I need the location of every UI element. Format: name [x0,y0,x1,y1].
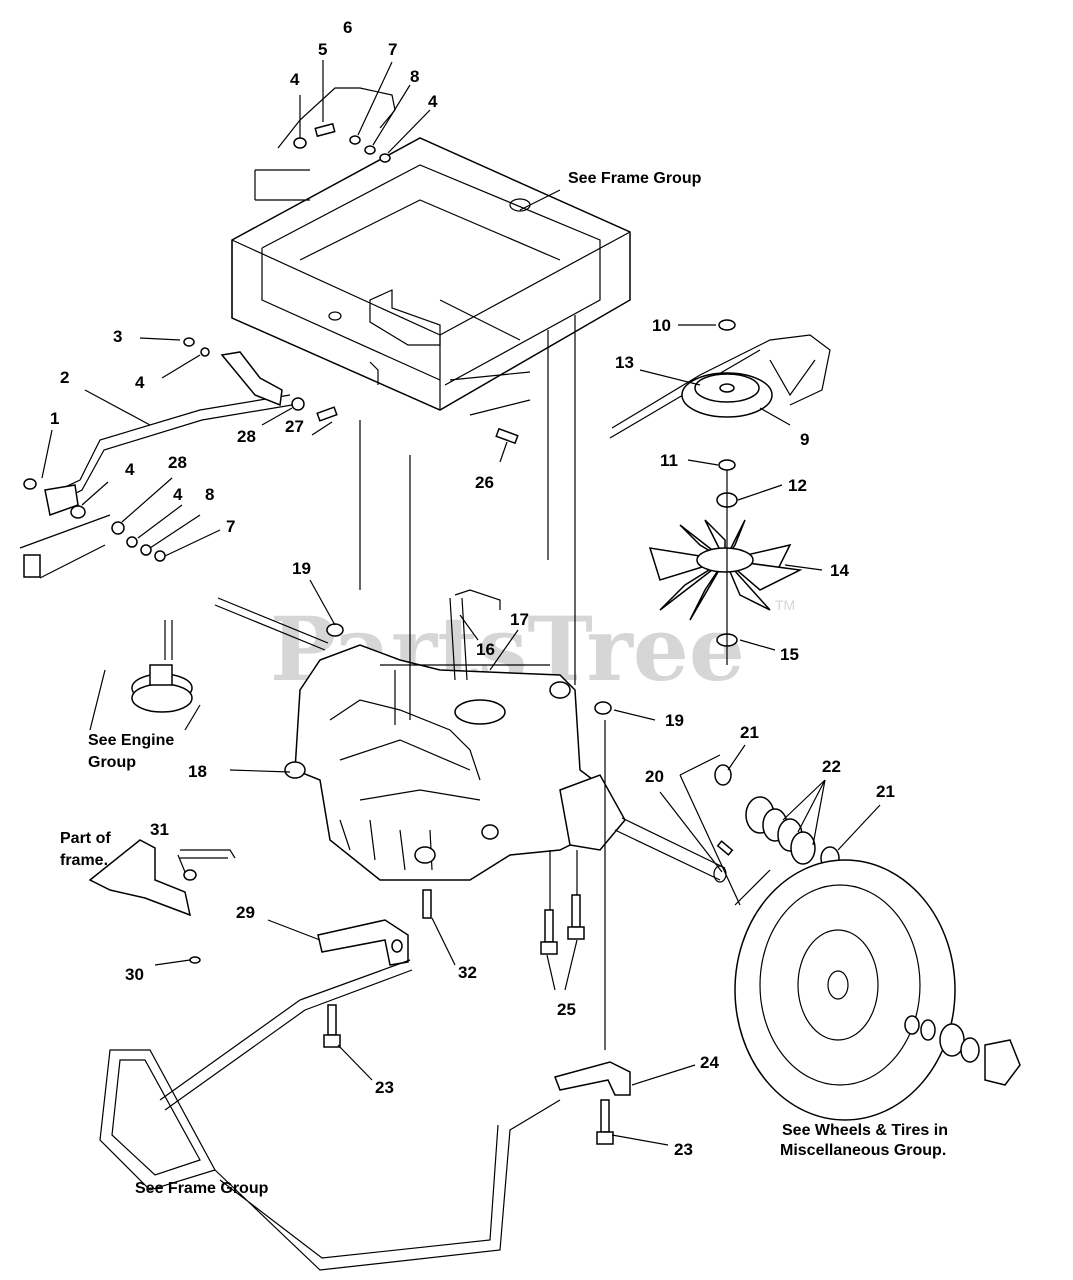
callout-13: 13 [615,353,634,372]
callout-21: 21 [876,782,895,801]
callout-24: 24 [700,1053,719,1072]
see-wheels-line1: See Wheels & Tires in [782,1122,948,1139]
see-frame-group-bottom: See Frame Group [135,1180,269,1197]
callout-22: 22 [822,757,841,776]
callout-15: 15 [780,645,799,664]
callout-4: 4 [428,92,438,111]
callout-23: 23 [674,1140,693,1159]
callout-29: 29 [236,903,255,922]
callout-5: 5 [318,40,327,59]
callout-26: 26 [475,473,494,492]
callout-6: 6 [343,18,352,37]
callout-4: 4 [135,373,145,392]
part-of-frame-line2: frame. [60,852,108,869]
callout-numbers: 6 5 7 4 8 4 3 4 2 1 28 27 26 4 28 4 8 7 … [50,18,895,1159]
pulley-belt [609,319,831,508]
callout-17: 17 [510,610,529,629]
part-of-frame-line1: Part of [60,830,111,847]
callout-28: 28 [168,453,187,472]
callout-1: 1 [50,409,59,428]
callout-10: 10 [652,316,671,335]
callout-27: 27 [285,417,304,436]
callout-21: 21 [740,723,759,742]
callout-4: 4 [290,70,300,89]
callout-16: 16 [476,640,495,659]
shift-linkage [19,337,338,579]
callout-32: 32 [458,963,477,982]
callout-19: 19 [665,711,684,730]
leader-lines [359,299,606,1050]
see-frame-group-top: See Frame Group [568,170,702,187]
callout-leaders [41,60,881,1146]
frame-part [231,137,631,411]
callout-7: 7 [226,517,235,536]
bolts [323,427,614,1145]
callout-18: 18 [188,762,207,781]
callout-4: 4 [125,460,135,479]
watermark-tm: TM [775,597,795,613]
callout-12: 12 [788,476,807,495]
callout-11: 11 [660,451,678,470]
callout-4: 4 [173,485,183,504]
see-engine-group-line1: See Engine [88,732,174,749]
reference-labels: See Frame Group See Engine Group Part of… [60,170,948,1197]
brake-linkage [88,839,236,964]
cooling-fan [648,470,803,665]
brackets [317,919,631,1096]
see-engine-group-line2: Group [88,754,136,771]
see-wheels-line2: Miscellaneous Group. [780,1142,946,1159]
engine-pulley [89,620,201,731]
transmission [214,589,727,883]
callout-7: 7 [388,40,397,59]
callout-14: 14 [830,561,849,580]
callout-2: 2 [60,368,69,387]
bottom-frame [99,959,561,1271]
callout-8: 8 [205,485,214,504]
callout-19: 19 [292,559,311,578]
callout-9: 9 [800,430,809,449]
callout-31: 31 [150,820,169,839]
callout-28: 28 [237,427,256,446]
callout-3: 3 [113,327,122,346]
callout-25: 25 [557,1000,576,1019]
wheel [734,859,1021,1121]
callout-30: 30 [125,965,144,984]
callout-20: 20 [645,767,664,786]
callout-8: 8 [410,67,419,86]
callout-23: 23 [375,1078,394,1097]
